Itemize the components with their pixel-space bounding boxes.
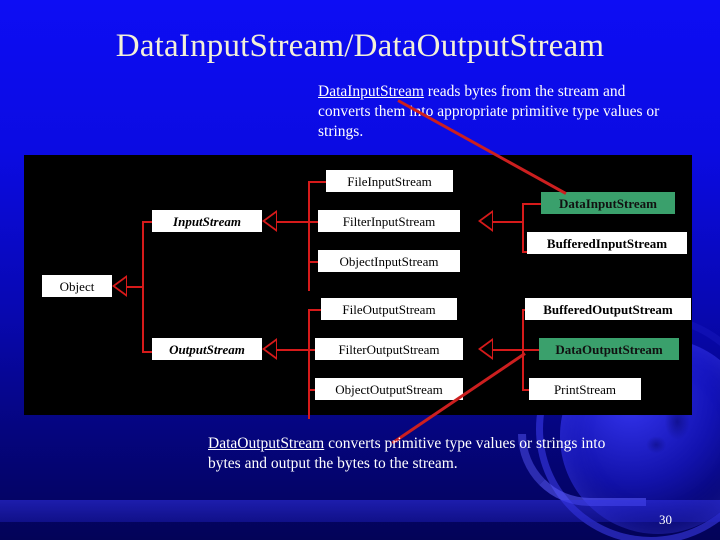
node-filter-output-stream[interactable]: FilterOutputStream — [315, 338, 463, 360]
arrowhead-input-stream — [262, 210, 277, 232]
connector-input-spine — [308, 181, 310, 291]
node-print-stream[interactable]: PrintStream — [529, 378, 641, 400]
node-object[interactable]: Object — [42, 275, 112, 297]
node-input-stream[interactable]: InputStream — [152, 210, 262, 232]
node-buffered-input-stream[interactable]: BufferedInputStream — [527, 232, 687, 254]
connector-filter-input-spine — [522, 203, 524, 251]
arrowhead-filter-output-stream — [478, 338, 493, 360]
node-object-output-stream[interactable]: ObjectOutputStream — [315, 378, 463, 400]
top-description: DataInputStream reads bytes from the str… — [318, 82, 678, 142]
bottom-description: DataOutputStream converts primitive type… — [208, 434, 628, 474]
arrowhead-output-stream — [262, 338, 277, 360]
node-filter-input-stream[interactable]: FilterInputStream — [318, 210, 460, 232]
node-buffered-output-stream[interactable]: BufferedOutputStream — [525, 298, 691, 320]
connector-input-stub — [277, 221, 310, 223]
node-output-stream[interactable]: OutputStream — [152, 338, 262, 360]
node-file-input-stream[interactable]: FileInputStream — [326, 170, 453, 192]
bottom-description-text: converts primitive type values or string… — [208, 435, 606, 472]
connector-output-spine — [308, 309, 310, 419]
connector-filter-output-stub — [493, 349, 524, 351]
node-file-output-stream[interactable]: FileOutputStream — [321, 298, 457, 320]
node-object-input-stream[interactable]: ObjectInputStream — [318, 250, 460, 272]
connector-output-stub — [277, 349, 310, 351]
connector-object-stub — [127, 286, 144, 288]
arrowhead-filter-input-stream — [478, 210, 493, 232]
slide-title: DataInputStream/DataOutputStream — [115, 28, 605, 64]
footer-band — [0, 500, 720, 522]
bottom-description-emphasis: DataOutputStream — [208, 435, 325, 452]
connector-filter-input-stub — [493, 221, 524, 223]
node-data-output-stream[interactable]: DataOutputStream — [539, 338, 679, 360]
arrowhead-object — [112, 275, 127, 297]
page-number: 30 — [659, 512, 672, 527]
top-description-emphasis: DataInputStream — [318, 83, 424, 100]
class-hierarchy-diagram: Object InputStream OutputStream FileInpu… — [24, 155, 692, 419]
node-data-input-stream[interactable]: DataInputStream — [541, 192, 675, 214]
